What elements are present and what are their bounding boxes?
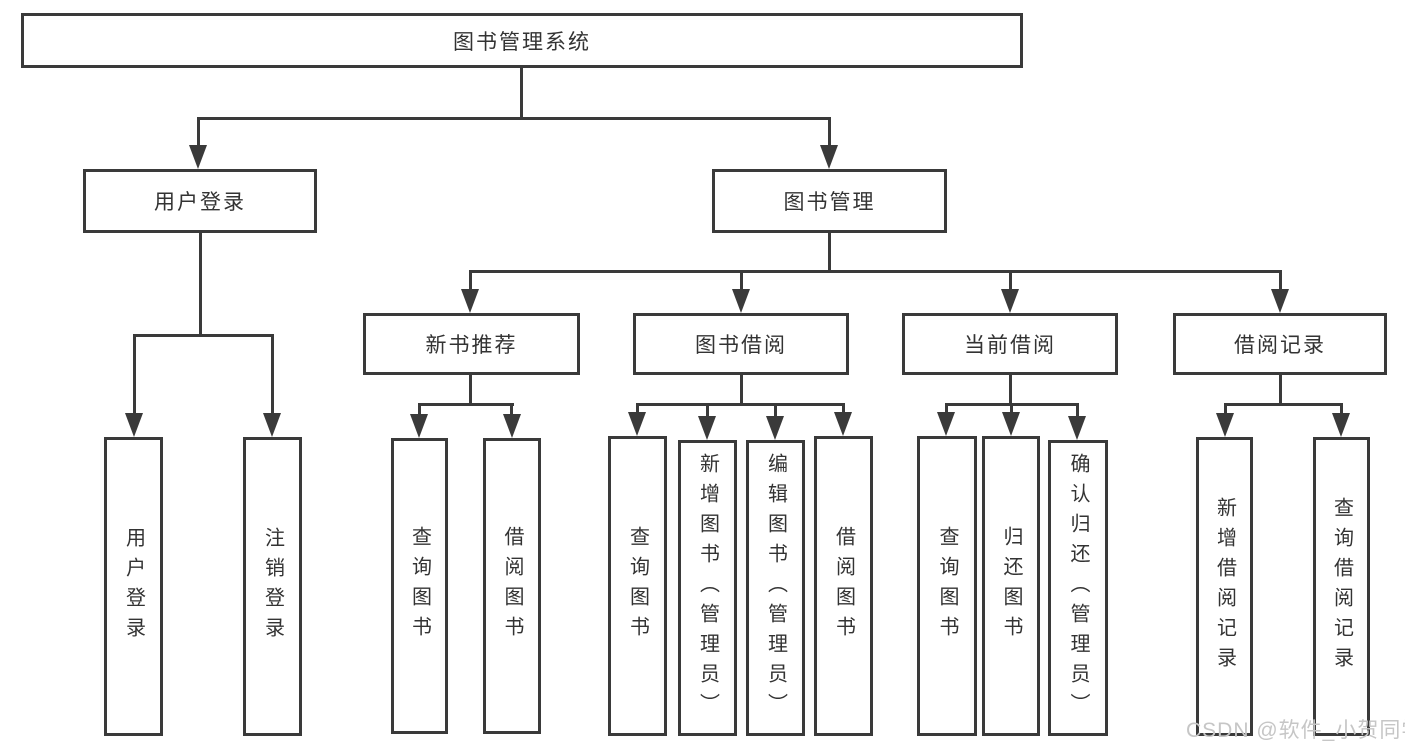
node-new-book-recommend: 新书推荐	[363, 313, 580, 375]
leaf-borrow-book-recommend-label: 借阅图书	[501, 526, 523, 646]
leaf-return-book: 归还图书	[982, 436, 1040, 736]
connector-stub-leaf-confirm-return	[1076, 403, 1079, 418]
leaf-add-book-admin-label: 新增图书（管理员）	[696, 453, 719, 723]
leaf-borrow-book-borrow-label: 借阅图书	[832, 526, 855, 646]
connector-stub-leaf-query3	[945, 403, 948, 415]
arrow-down-icon	[1216, 413, 1234, 437]
arrow-down-icon	[820, 145, 838, 169]
node-borrow-records-label: 借阅记录	[1234, 334, 1326, 357]
node-current-borrow-label: 当前借阅	[964, 334, 1056, 357]
arrow-down-icon	[1332, 413, 1350, 437]
node-new-book-recommend-label: 新书推荐	[425, 334, 518, 357]
arrow-down-icon	[410, 414, 428, 438]
connector-stub-leaf-query1	[418, 403, 421, 417]
connector-stub-leaf-login	[133, 334, 136, 416]
leaf-logout-login: 注销登录	[243, 437, 302, 736]
leaf-query-book-borrow: 查询图书	[608, 436, 667, 736]
node-current-borrow: 当前借阅	[902, 313, 1118, 375]
arrow-down-icon	[628, 412, 646, 436]
connector-recommend-bar	[418, 403, 514, 406]
connector-stub-leaf-add-record	[1224, 403, 1227, 416]
leaf-confirm-return-admin: 确认归还（管理员）	[1048, 440, 1108, 736]
connector-stub-leaf-return	[1010, 403, 1013, 415]
leaf-query-book-current: 查询图书	[917, 436, 977, 736]
arrow-down-icon	[698, 416, 716, 440]
connector-stub-recommend	[469, 270, 472, 292]
connector-records-bar	[1224, 403, 1343, 406]
leaf-add-borrow-record: 新增借阅记录	[1196, 437, 1253, 736]
node-user-login-label: 用户登录	[154, 191, 246, 214]
arrow-down-icon	[732, 289, 750, 313]
connector-stub-user-login	[197, 117, 200, 149]
leaf-edit-book-admin: 编辑图书（管理员）	[746, 440, 805, 736]
leaf-return-book-label: 归还图书	[1000, 526, 1022, 646]
leaf-query-borrow-record-label: 查询借阅记录	[1330, 496, 1353, 677]
connector-stub-current	[1009, 270, 1012, 292]
arrow-down-icon	[461, 289, 479, 313]
leaf-borrow-book-borrow: 借阅图书	[814, 436, 873, 736]
connector-borrow-bar	[636, 403, 845, 406]
arrow-down-icon	[125, 413, 143, 437]
connector-stub-leaf-borrow1	[510, 403, 513, 417]
node-root-label: 图书管理系统	[453, 30, 591, 54]
leaf-logout-login-label: 注销登录	[261, 526, 284, 647]
leaf-borrow-book-recommend: 借阅图书	[483, 438, 541, 734]
leaf-query-book-recommend: 查询图书	[391, 438, 448, 734]
connector-stub-leaf-add-book	[706, 403, 709, 418]
arrow-down-icon	[1068, 416, 1086, 440]
arrow-down-icon	[834, 412, 852, 436]
connector-stub-records	[1279, 270, 1282, 292]
arrow-down-icon	[1002, 412, 1020, 436]
node-root: 图书管理系统	[21, 13, 1023, 68]
leaf-confirm-return-admin-label: 确认归还（管理员）	[1067, 453, 1089, 723]
arrow-down-icon	[937, 412, 955, 436]
leaf-user-login-label: 用户登录	[122, 526, 145, 647]
node-borrow-records: 借阅记录	[1173, 313, 1387, 375]
connector-stub-leaf-edit-book	[774, 403, 777, 418]
leaf-query-book-borrow-label: 查询图书	[626, 526, 649, 646]
connector-recommend-drop	[469, 373, 472, 406]
connector-stub-leaf-logout	[271, 334, 274, 416]
connector-stub-borrow	[740, 270, 743, 292]
node-book-management-label: 图书管理	[783, 191, 876, 214]
connector-level2-bar	[197, 117, 831, 120]
leaf-user-login: 用户登录	[104, 437, 163, 736]
node-book-management: 图书管理	[712, 169, 947, 233]
connector-stub-book-management	[828, 117, 831, 149]
connector-borrow-drop	[740, 373, 743, 406]
leaf-add-borrow-record-label: 新增借阅记录	[1213, 496, 1236, 677]
connector-current-drop	[1009, 373, 1012, 406]
arrow-down-icon	[503, 414, 521, 438]
leaf-query-book-recommend-label: 查询图书	[408, 526, 431, 646]
leaf-add-book-admin: 新增图书（管理员）	[678, 440, 737, 736]
connector-records-drop	[1279, 373, 1282, 406]
connector-root-drop	[520, 66, 523, 120]
connector-user-login-bar	[133, 334, 274, 337]
arrow-down-icon	[189, 145, 207, 169]
arrow-down-icon	[263, 413, 281, 437]
leaf-edit-book-admin-label: 编辑图书（管理员）	[764, 453, 787, 723]
connector-stub-leaf-borrow2	[842, 403, 845, 415]
connector-stub-leaf-query2	[636, 403, 639, 415]
node-user-login: 用户登录	[83, 169, 317, 233]
leaf-query-borrow-record: 查询借阅记录	[1313, 437, 1370, 736]
arrow-down-icon	[1271, 289, 1289, 313]
connector-level3-bar	[469, 270, 1282, 273]
csdn-watermark: CSDN @软件_小贺同学	[1186, 719, 1405, 742]
node-book-borrow: 图书借阅	[633, 313, 849, 375]
connector-book-management-drop	[828, 231, 831, 273]
connector-stub-leaf-query-record	[1340, 403, 1343, 416]
arrow-down-icon	[766, 416, 784, 440]
connector-user-login-drop	[199, 231, 202, 337]
node-book-borrow-label: 图书借阅	[695, 334, 787, 357]
arrow-down-icon	[1001, 289, 1019, 313]
leaf-query-book-current-label: 查询图书	[936, 526, 958, 646]
